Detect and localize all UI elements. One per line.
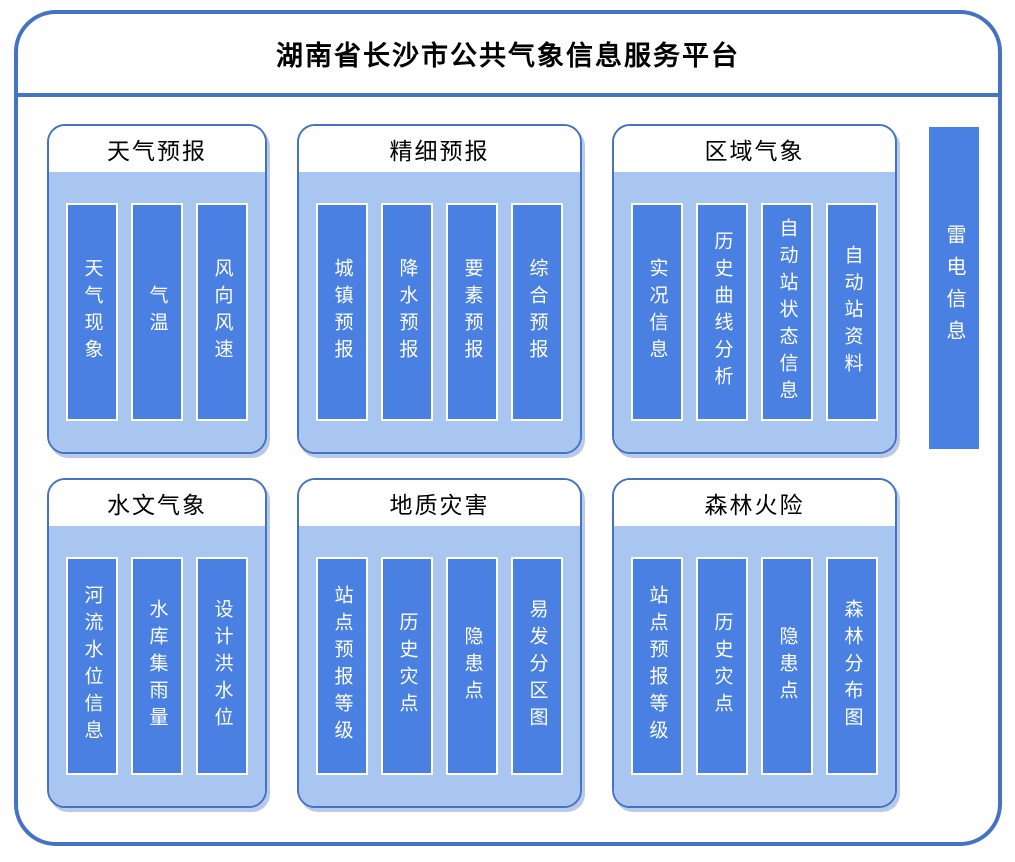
module-bar-label: 河流水位信息 <box>81 585 103 747</box>
module-bar: 要素预报 <box>446 203 498 421</box>
page-title: 湖南省长沙市公共气象信息服务平台 <box>276 41 740 71</box>
group-title: 地质灾害 <box>389 492 490 518</box>
module-bar: 天气现象 <box>66 203 118 421</box>
module-bar: 气温 <box>131 203 183 421</box>
module-bar-label: 历史灾点 <box>711 612 733 720</box>
module-bar-label: 历史灾点 <box>396 612 418 720</box>
module-bar: 降水预报 <box>381 203 433 421</box>
module-bar-label: 设计洪水位 <box>211 598 233 734</box>
platform-diagram-frame: 湖南省长沙市公共气象信息服务平台 天气预报 天气现象 气温 风向风速 精细预报 城镇… <box>14 10 1002 846</box>
module-bar: 风向风速 <box>196 203 248 421</box>
group-title: 精细预报 <box>389 138 490 164</box>
group-title: 森林火险 <box>704 492 805 518</box>
module-bar-label: 城镇预报 <box>331 258 353 366</box>
lightning-info-label: 雷电信息 <box>943 224 965 352</box>
module-bar: 历史灾点 <box>381 557 433 775</box>
module-bar-label: 天气现象 <box>81 258 103 366</box>
module-bar-label: 站点预报等级 <box>331 585 353 747</box>
module-bar: 站点预报等级 <box>316 557 368 775</box>
module-bar: 历史曲线分析 <box>696 203 748 421</box>
module-bar-label: 实况信息 <box>646 258 668 366</box>
group-body: 河流水位信息 水库集雨量 设计洪水位 <box>49 526 265 806</box>
module-bar-label: 综合预报 <box>526 258 548 366</box>
module-bar: 森林分布图 <box>826 557 878 775</box>
group-body: 站点预报等级 历史灾点 隐患点 森林分布图 <box>614 526 895 806</box>
module-bar-label: 森林分布图 <box>841 598 863 734</box>
module-bar-label: 站点预报等级 <box>646 585 668 747</box>
group-header: 森林火险 <box>614 480 895 526</box>
group-header: 水文气象 <box>49 480 265 526</box>
group-panel: 水文气象 河流水位信息 水库集雨量 设计洪水位 <box>47 478 267 808</box>
module-bar: 自动站状态信息 <box>761 203 813 421</box>
module-bar-label: 隐患点 <box>461 625 483 707</box>
group-body: 站点预报等级 历史灾点 隐患点 易发分区图 <box>299 526 580 806</box>
group-panel: 森林火险 站点预报等级 历史灾点 隐患点 森林分布图 <box>612 478 897 808</box>
module-bar-label: 气温 <box>146 285 168 339</box>
module-bar-label: 风向风速 <box>211 258 233 366</box>
module-bar-label: 自动站状态信息 <box>776 217 798 407</box>
module-bar: 河流水位信息 <box>66 557 118 775</box>
module-bar-label: 要素预报 <box>461 258 483 366</box>
group-panel: 地质灾害 站点预报等级 历史灾点 隐患点 易发分区图 <box>297 478 582 808</box>
diagram-header-band: 湖南省长沙市公共气象信息服务平台 <box>18 14 998 97</box>
group-header: 天气预报 <box>49 126 265 172</box>
group-panel: 精细预报 城镇预报 降水预报 要素预报 综合预报 <box>297 124 582 454</box>
module-bar-label: 降水预报 <box>396 258 418 366</box>
group-body: 天气现象 气温 风向风速 <box>49 172 265 452</box>
side-column: 雷电信息 <box>929 124 979 808</box>
module-bar: 城镇预报 <box>316 203 368 421</box>
module-bar-label: 隐患点 <box>776 625 798 707</box>
module-bar: 自动站资料 <box>826 203 878 421</box>
diagram-content: 天气预报 天气现象 气温 风向风速 精细预报 城镇预报 降水预报 要素预报 综合预报 区域… <box>18 97 998 808</box>
module-bar: 隐患点 <box>761 557 813 775</box>
module-bar: 隐患点 <box>446 557 498 775</box>
module-bar: 站点预报等级 <box>631 557 683 775</box>
module-bar: 实况信息 <box>631 203 683 421</box>
module-bar-label: 自动站资料 <box>841 244 863 380</box>
group-body: 城镇预报 降水预报 要素预报 综合预报 <box>299 172 580 452</box>
group-body: 实况信息 历史曲线分析 自动站状态信息 自动站资料 <box>614 172 895 452</box>
module-bar: 设计洪水位 <box>196 557 248 775</box>
module-bar: 水库集雨量 <box>131 557 183 775</box>
lightning-info-bar: 雷电信息 <box>929 127 979 449</box>
group-header: 地质灾害 <box>299 480 580 526</box>
module-bar: 综合预报 <box>511 203 563 421</box>
group-panel: 天气预报 天气现象 气温 风向风速 <box>47 124 267 454</box>
module-bar-label: 水库集雨量 <box>146 598 168 734</box>
module-bar-label: 历史曲线分析 <box>711 231 733 393</box>
module-bar-label: 易发分区图 <box>526 598 548 734</box>
group-header: 精细预报 <box>299 126 580 172</box>
group-panel: 区域气象 实况信息 历史曲线分析 自动站状态信息 自动站资料 <box>612 124 897 454</box>
groups-grid: 天气预报 天气现象 气温 风向风速 精细预报 城镇预报 降水预报 要素预报 综合预报 区域… <box>47 124 897 808</box>
module-bar: 易发分区图 <box>511 557 563 775</box>
group-header: 区域气象 <box>614 126 895 172</box>
group-title: 区域气象 <box>704 138 805 164</box>
group-title: 天气预报 <box>107 138 207 164</box>
group-title: 水文气象 <box>107 492 207 518</box>
module-bar: 历史灾点 <box>696 557 748 775</box>
